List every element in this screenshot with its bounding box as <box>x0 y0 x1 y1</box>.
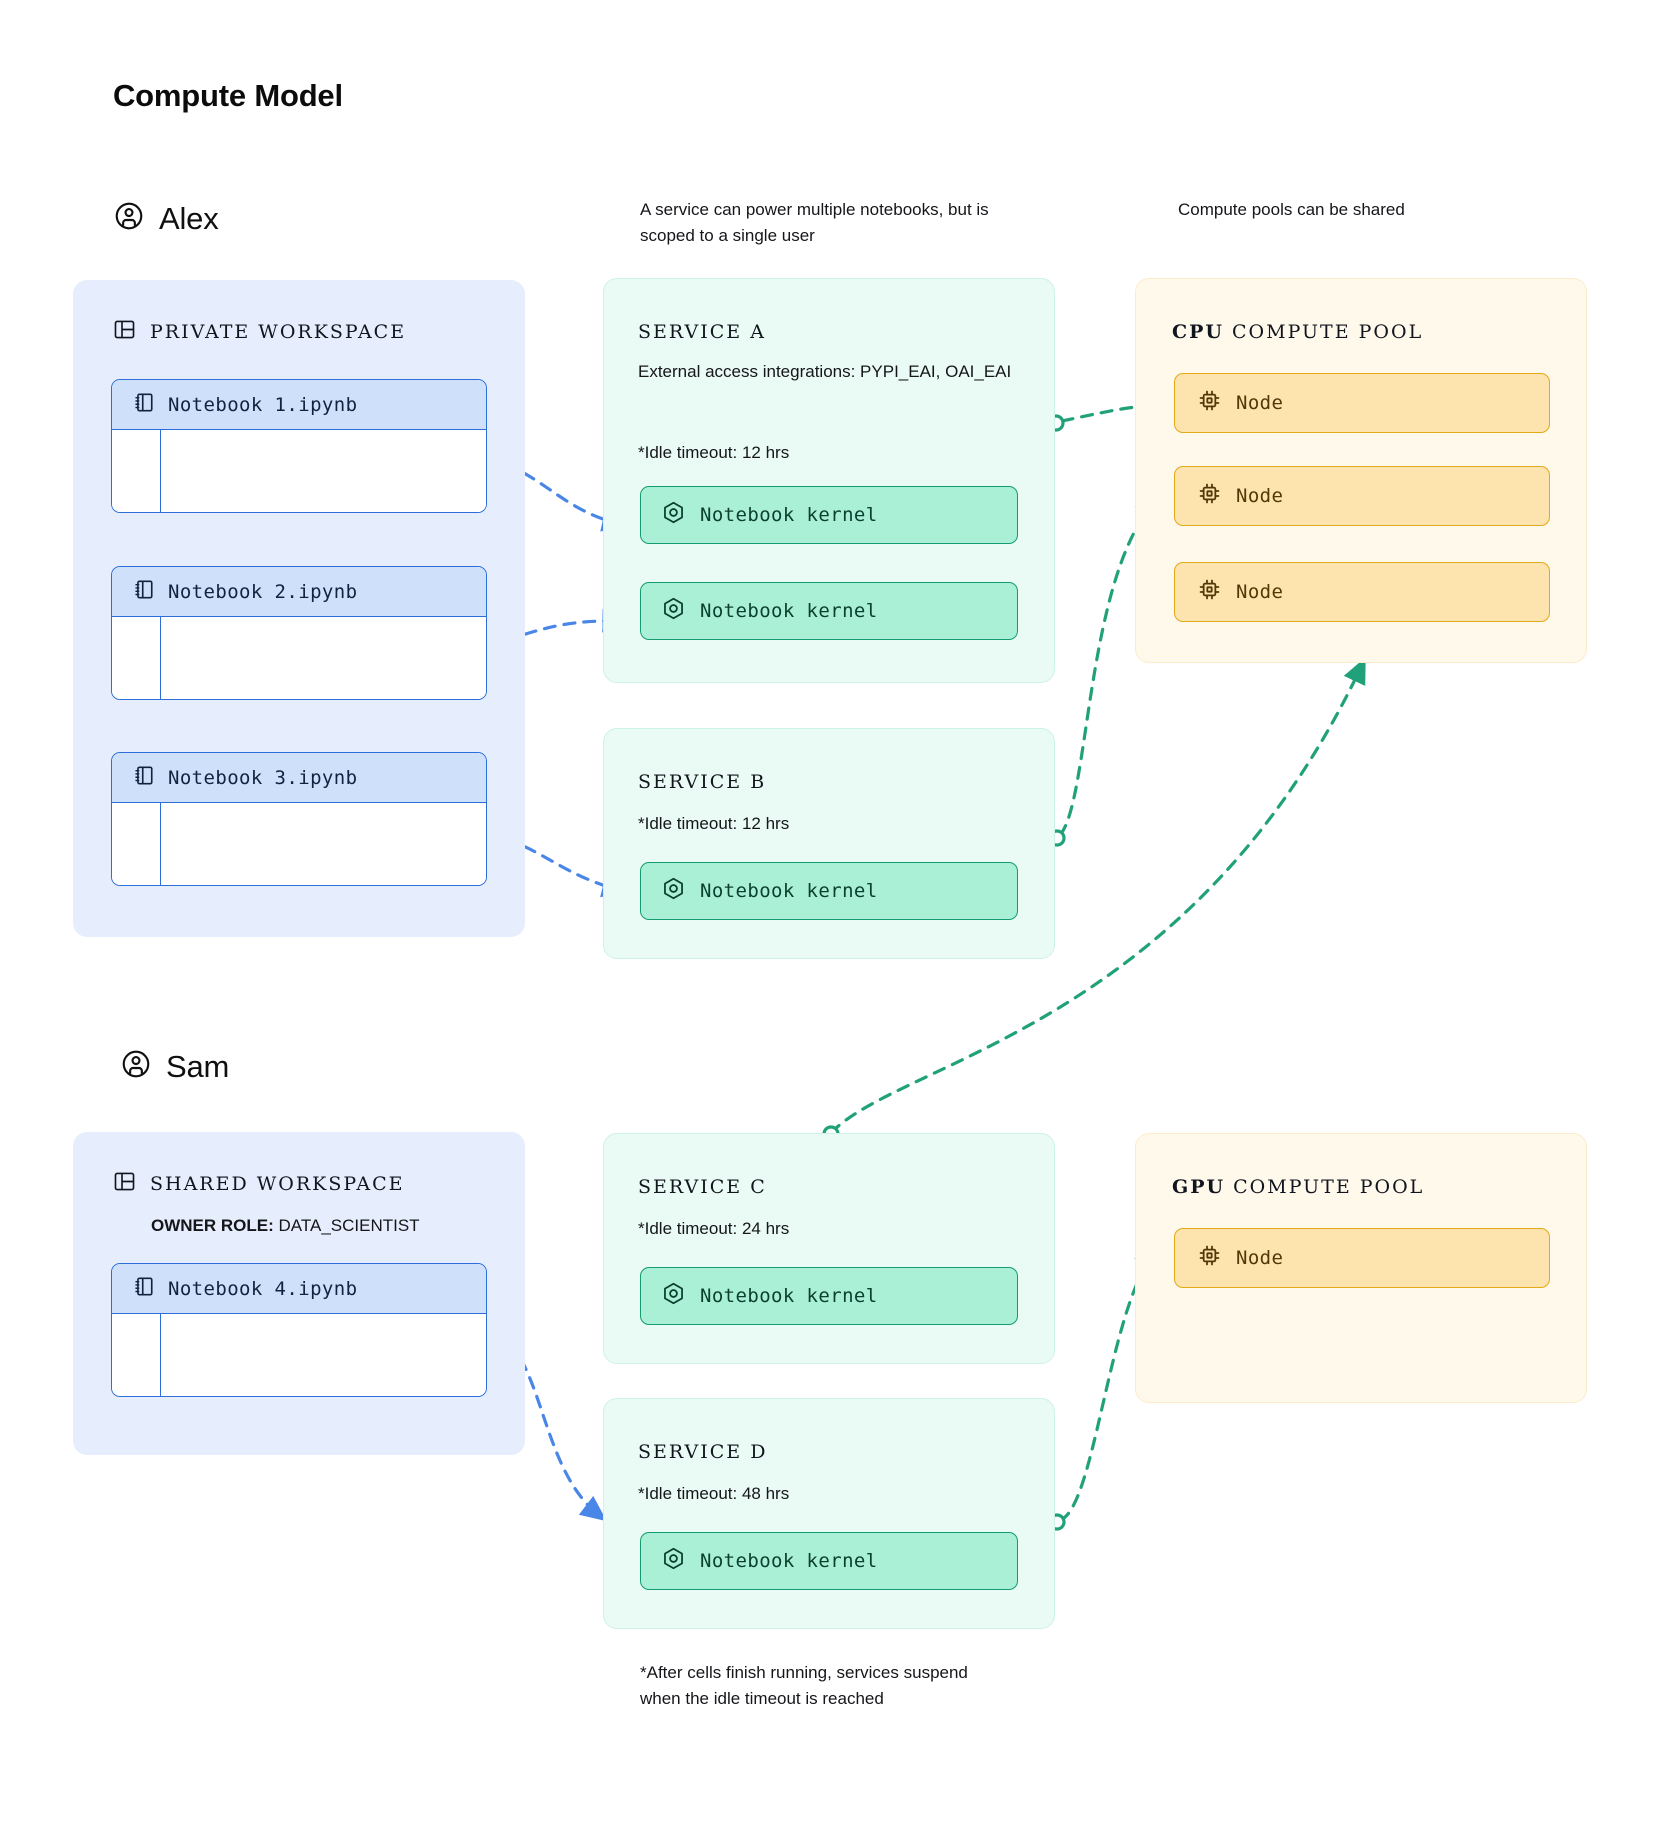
node-label: Node <box>1236 485 1284 507</box>
pool-node[interactable]: Node <box>1174 562 1550 622</box>
node-label: Node <box>1236 581 1284 603</box>
service-card-d: SERVICE D *Idle timeout: 48 hrs Notebook… <box>603 1398 1055 1629</box>
annotation-footnote: *After cells finish running, services su… <box>640 1663 968 1709</box>
workspace-header: PRIVATE WORKSPACE <box>113 318 406 346</box>
node-label: Node <box>1236 392 1284 414</box>
user-circle-icon <box>113 200 145 237</box>
user-name: Sam <box>166 1048 230 1084</box>
compute-pool-gpu: GPU COMPUTE POOL Node <box>1135 1133 1587 1403</box>
notebook-icon <box>132 764 155 792</box>
kernel-label: Notebook kernel <box>700 880 878 902</box>
kernel-card[interactable]: Notebook kernel <box>640 862 1018 920</box>
pool-node[interactable]: Node <box>1174 1228 1550 1288</box>
notebook-header: Notebook 1.ipynb <box>112 380 486 430</box>
owner-role-label: OWNER ROLE: <box>151 1216 274 1235</box>
kernel-label: Notebook kernel <box>700 600 878 622</box>
pool-node[interactable]: Node <box>1174 373 1550 433</box>
user-heading-alex: Alex <box>113 200 219 237</box>
notebook-icon <box>132 1275 155 1303</box>
notebook-header: Notebook 3.ipynb <box>112 753 486 803</box>
notebook-name: Notebook 1.ipynb <box>168 393 358 416</box>
page-title: Compute Model <box>113 78 343 113</box>
notebook-card[interactable]: Notebook 2.ipynb <box>111 566 487 700</box>
kernel-card[interactable]: Notebook kernel <box>640 1267 1018 1325</box>
pool-title: CPU COMPUTE POOL <box>1172 321 1423 343</box>
kernel-card[interactable]: Notebook kernel <box>640 582 1018 640</box>
notebook-name: Notebook 2.ipynb <box>168 580 358 603</box>
workspace-shared: SHARED WORKSPACE OWNER ROLE: DATA_SCIENT… <box>73 1132 525 1455</box>
service-timeout: *Idle timeout: 12 hrs <box>638 814 790 833</box>
workspace-panel-icon <box>113 318 136 346</box>
pool-title-suffix: COMPUTE POOL <box>1223 321 1424 343</box>
notebook-cell[interactable] <box>161 1314 486 1396</box>
workspace-header: SHARED WORKSPACE <box>113 1170 405 1198</box>
notebook-name: Notebook 3.ipynb <box>168 766 358 789</box>
service-card-b: SERVICE B *Idle timeout: 12 hrs Notebook… <box>603 728 1055 959</box>
notebook-card[interactable]: Notebook 3.ipynb <box>111 752 487 886</box>
kernel-label: Notebook kernel <box>700 1285 878 1307</box>
notebook-name: Notebook 4.ipynb <box>168 1277 358 1300</box>
cpu-chip-icon <box>1197 481 1222 511</box>
hexagon-kernel-icon <box>661 1546 686 1576</box>
service-timeout: *Idle timeout: 48 hrs <box>638 1484 790 1503</box>
pool-node[interactable]: Node <box>1174 466 1550 526</box>
owner-role-value: DATA_SCIENTIST <box>278 1216 420 1235</box>
notebook-header: Notebook 4.ipynb <box>112 1264 486 1314</box>
hexagon-kernel-icon <box>661 1281 686 1311</box>
kernel-card[interactable]: Notebook kernel <box>640 486 1018 544</box>
notebook-gutter <box>112 430 161 512</box>
service-title: SERVICE B <box>638 771 767 793</box>
service-card-c: SERVICE C *Idle timeout: 24 hrs Notebook… <box>603 1133 1055 1364</box>
service-card-a: SERVICE A External access integrations: … <box>603 278 1055 683</box>
annotation-service-note: A service can power multiple notebooks, … <box>640 200 989 246</box>
service-title: SERVICE D <box>638 1441 768 1463</box>
hexagon-kernel-icon <box>661 876 686 906</box>
service-timeout: *Idle timeout: 24 hrs <box>638 1219 790 1238</box>
notebook-body <box>112 803 486 885</box>
notebook-card[interactable]: Notebook 4.ipynb <box>111 1263 487 1397</box>
notebook-body <box>112 617 486 699</box>
notebook-cell[interactable] <box>161 803 486 885</box>
user-heading-sam: Sam <box>120 1048 229 1085</box>
service-integrations: External access integrations: PYPI_EAI, … <box>638 362 1012 381</box>
compute-pool-cpu: CPU COMPUTE POOL Node Node <box>1135 278 1587 663</box>
cpu-chip-icon <box>1197 1243 1222 1273</box>
kernel-label: Notebook kernel <box>700 1550 878 1572</box>
workspace-owner-role: OWNER ROLE: DATA_SCIENTIST <box>151 1216 420 1236</box>
notebook-gutter <box>112 803 161 885</box>
notebook-card[interactable]: Notebook 1.ipynb <box>111 379 487 513</box>
node-label: Node <box>1236 1247 1284 1269</box>
workspace-panel-icon <box>113 1170 136 1198</box>
pool-type: GPU <box>1172 1176 1226 1198</box>
pool-title: GPU COMPUTE POOL <box>1172 1176 1424 1198</box>
service-title: SERVICE C <box>638 1176 767 1198</box>
notebook-gutter <box>112 617 161 699</box>
notebook-icon <box>132 578 155 606</box>
hexagon-kernel-icon <box>661 500 686 530</box>
pool-title-suffix: COMPUTE POOL <box>1225 1176 1425 1198</box>
notebook-cell[interactable] <box>161 617 486 699</box>
notebook-header: Notebook 2.ipynb <box>112 567 486 617</box>
hexagon-kernel-icon <box>661 596 686 626</box>
workspace-title: SHARED WORKSPACE <box>150 1173 405 1195</box>
cpu-chip-icon <box>1197 388 1222 418</box>
cpu-chip-icon <box>1197 577 1222 607</box>
workspace-private: PRIVATE WORKSPACE Notebook 1.ipynb <box>73 280 525 937</box>
service-timeout: *Idle timeout: 12 hrs <box>638 443 790 462</box>
notebook-body <box>112 430 486 512</box>
user-circle-icon <box>120 1048 152 1085</box>
notebook-icon <box>132 391 155 419</box>
user-name: Alex <box>159 200 219 236</box>
workspace-title: PRIVATE WORKSPACE <box>150 321 407 343</box>
service-title: SERVICE A <box>638 321 766 343</box>
kernel-card[interactable]: Notebook kernel <box>640 1532 1018 1590</box>
notebook-body <box>112 1314 486 1396</box>
kernel-label: Notebook kernel <box>700 504 878 526</box>
pool-type: CPU <box>1172 321 1224 343</box>
notebook-cell[interactable] <box>161 430 486 512</box>
annotation-pool-note: Compute pools can be shared <box>1178 200 1405 219</box>
notebook-gutter <box>112 1314 161 1396</box>
